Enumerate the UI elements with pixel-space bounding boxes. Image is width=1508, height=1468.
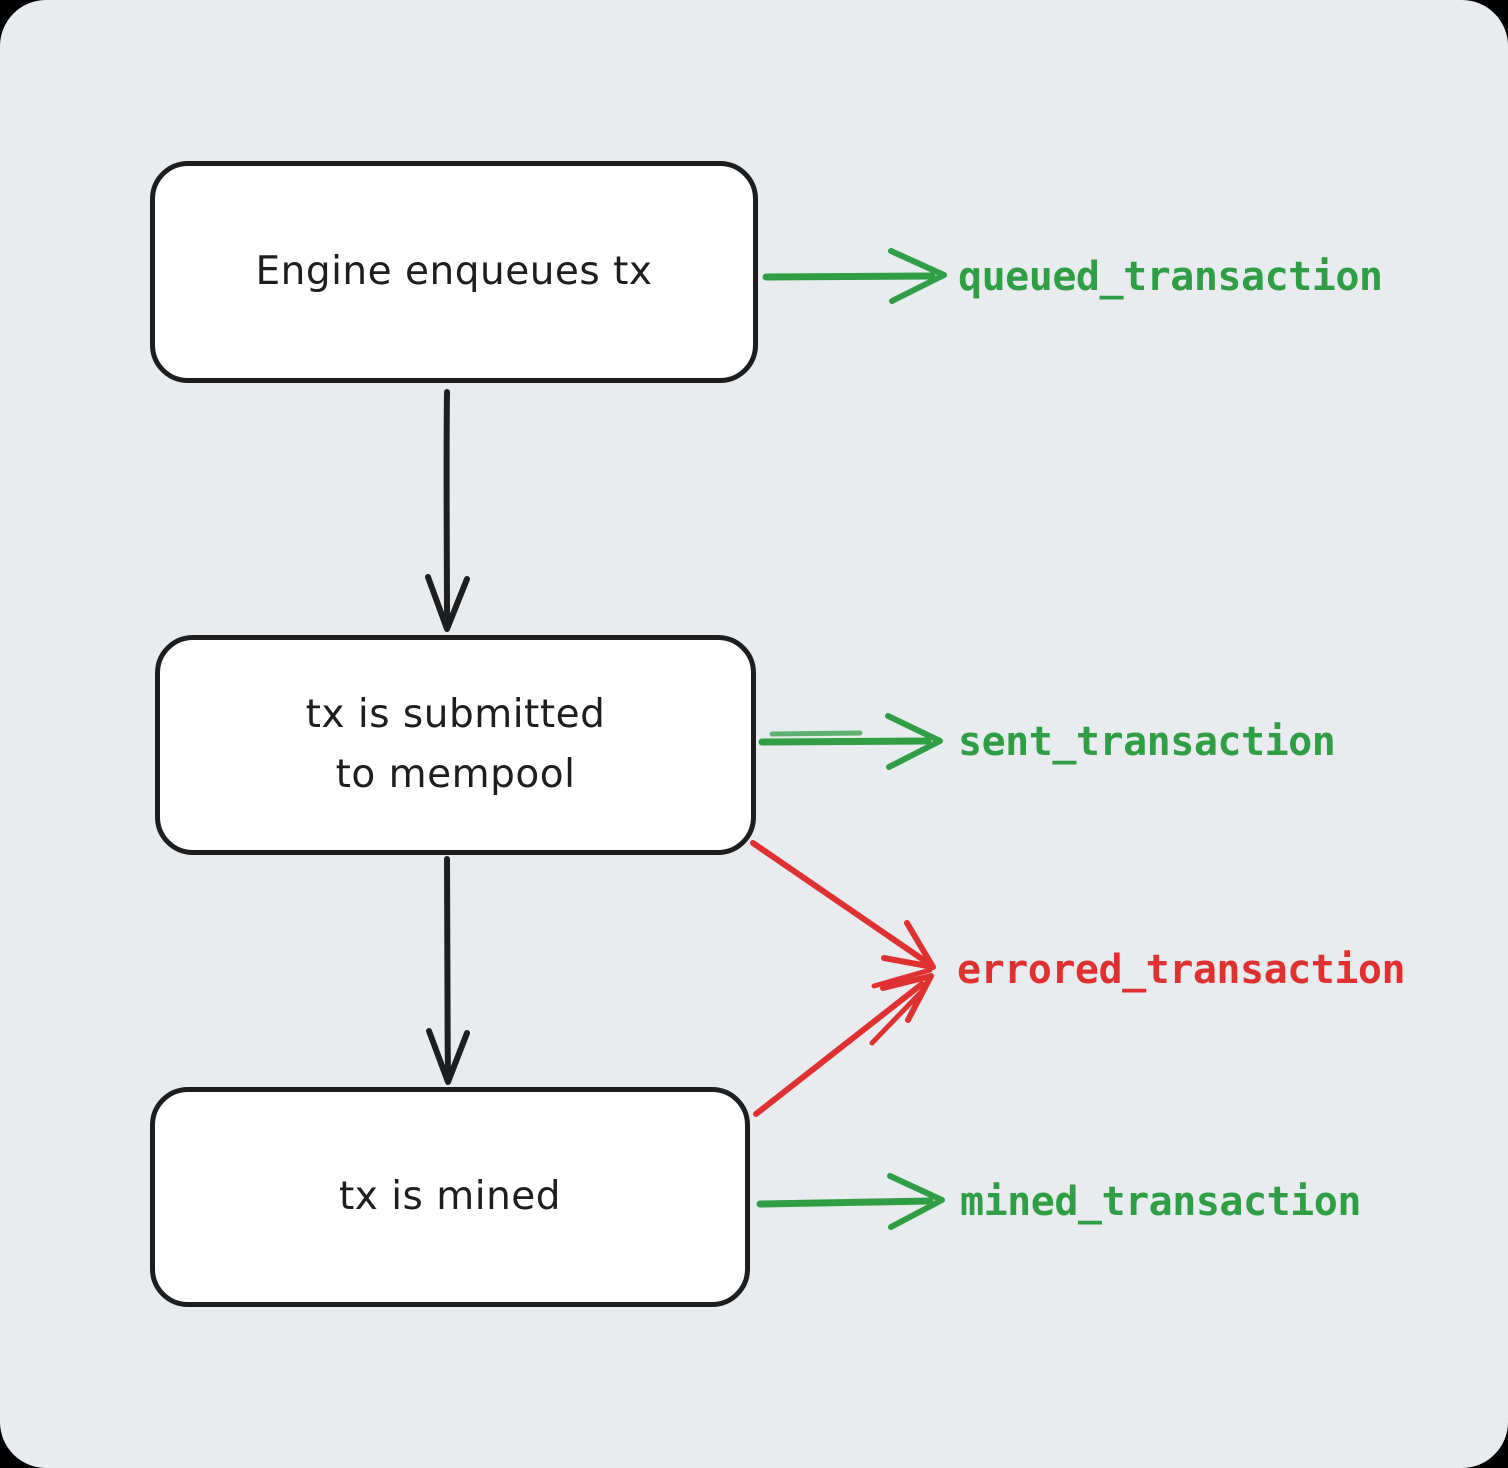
- event-label-mined-transaction: mined_transaction: [960, 1179, 1361, 1225]
- event-label-errored-transaction: errored_transaction: [957, 947, 1406, 993]
- event-arrow-errored-from-submit-icon: [750, 840, 936, 989]
- flow-arrow-enqueue-to-submit-icon: [425, 389, 470, 632]
- event-label-queued-transaction: queued_transaction: [958, 254, 1383, 300]
- node-tx-submitted-to-mempool: tx is submitted to mempool: [155, 635, 756, 855]
- node-label-line2: to mempool: [335, 752, 576, 797]
- node-label: tx is mined: [338, 1173, 562, 1219]
- node-tx-is-mined: tx is mined: [150, 1087, 750, 1307]
- node-label: Engine enqueues tx: [255, 248, 653, 294]
- event-arrow-mined-icon: [756, 1173, 945, 1230]
- event-arrow-sent-icon: [758, 713, 943, 770]
- event-arrow-queued-icon: [762, 248, 947, 304]
- flow-arrow-submit-to-mine-icon: [426, 856, 470, 1085]
- event-arrow-errored-from-mine-icon: [753, 973, 934, 1117]
- node-engine-enqueues-tx: Engine enqueues tx: [150, 161, 758, 383]
- node-label-line1: tx is submitted: [305, 691, 606, 737]
- event-label-sent-transaction: sent_transaction: [958, 719, 1336, 765]
